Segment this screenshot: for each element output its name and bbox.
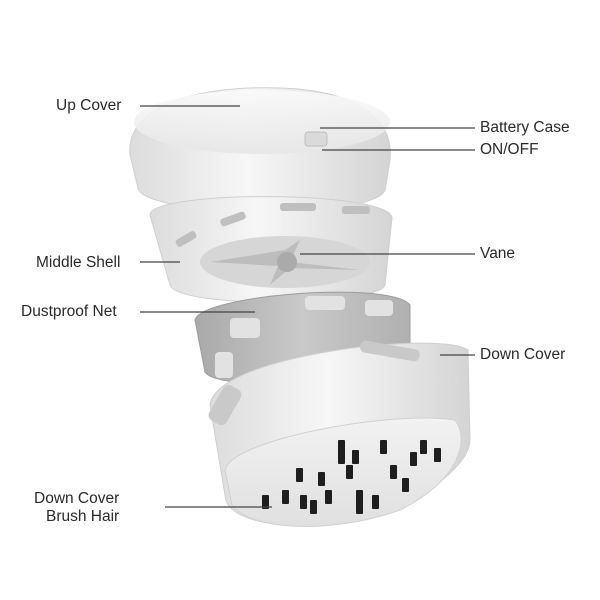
brush-hair-bristles	[262, 440, 441, 514]
label-battery-case: Battery Case	[480, 119, 570, 136]
label-on-off: ON/OFF	[480, 141, 539, 158]
label-vane: Vane	[480, 245, 516, 262]
middle-shell-part	[149, 196, 393, 303]
label-down-cover: Down Cover	[480, 346, 566, 363]
on-off-switch	[304, 131, 328, 147]
label-down-cover-brush-hair-line2: Brush Hair	[46, 508, 120, 525]
label-up-cover: Up Cover	[56, 97, 122, 114]
vane-part	[200, 236, 370, 288]
leader-lines	[140, 105, 475, 508]
label-dustproof-net: Dustproof Net	[21, 303, 117, 320]
label-middle-shell: Middle Shell	[36, 254, 121, 271]
label-down-cover-brush-hair-line1: Down Cover	[34, 490, 120, 507]
